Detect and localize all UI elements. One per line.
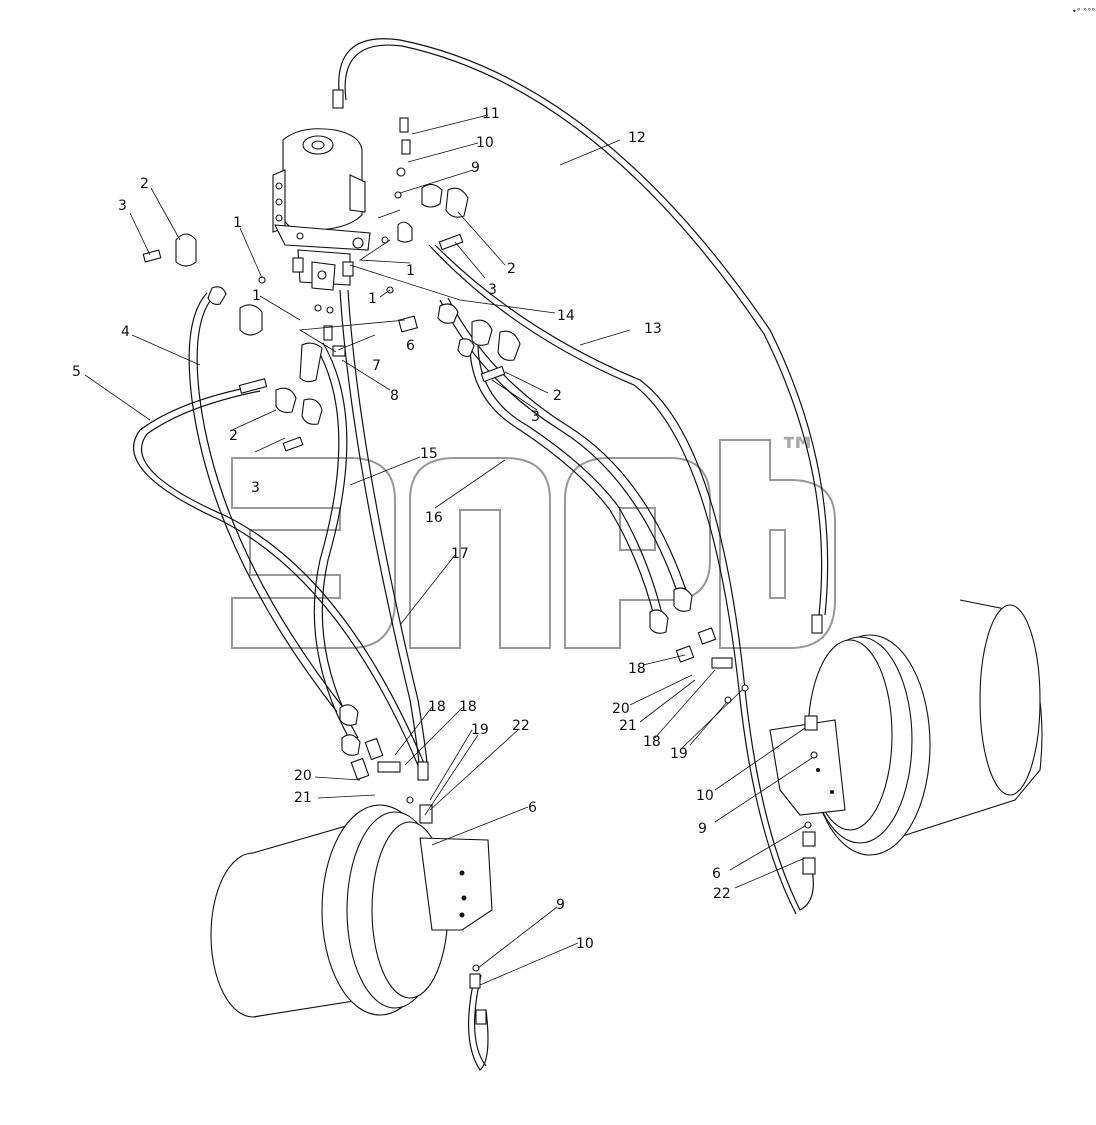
callout-10: 10 — [476, 135, 494, 151]
callout-3: 3 — [118, 198, 127, 214]
callout-20: 20 — [612, 701, 630, 717]
callout-3: 3 — [251, 480, 260, 496]
callout-17: 17 — [451, 546, 469, 562]
callout-16: 16 — [425, 510, 443, 526]
callout-13: 13 — [644, 321, 662, 337]
callout-10: 10 — [576, 936, 594, 952]
callout-1: 1 — [252, 288, 261, 304]
callout-21: 21 — [619, 718, 637, 734]
fittings — [142, 117, 818, 1025]
callout-6: 6 — [406, 338, 415, 354]
callout-22: 22 — [713, 886, 731, 902]
callout-7: 7 — [372, 358, 381, 374]
callout-18: 18 — [459, 699, 477, 715]
callout-12: 12 — [628, 130, 646, 146]
callout-6: 6 — [712, 866, 721, 882]
callout-5: 5 — [72, 364, 81, 380]
leader-lines — [84, 114, 813, 986]
callout-18: 18 — [643, 734, 661, 750]
callout-19: 19 — [471, 722, 489, 738]
callout-9: 9 — [698, 821, 707, 837]
callout-1: 1 — [233, 215, 242, 231]
callouts: 3 2 1 1 4 5 2 3 6 7 8 1 1 3 2 14 11 10 9… — [72, 106, 731, 952]
callout-15: 15 — [420, 446, 438, 462]
corner-mark: •° °°° — [1072, 7, 1095, 16]
callout-3: 3 — [488, 282, 497, 298]
callout-2: 2 — [507, 261, 516, 277]
callout-21: 21 — [294, 790, 312, 806]
callout-10: 10 — [696, 788, 714, 804]
hoses — [133, 38, 829, 1071]
callout-1: 1 — [368, 291, 377, 307]
callout-1: 1 — [406, 263, 415, 279]
callout-6: 6 — [528, 800, 537, 816]
callout-18: 18 — [628, 661, 646, 677]
callout-8: 8 — [390, 388, 399, 404]
callout-3: 3 — [531, 409, 540, 425]
callout-20: 20 — [294, 768, 312, 784]
rotary-joint — [272, 128, 371, 291]
callout-18: 18 — [428, 699, 446, 715]
right-final-drive — [769, 599, 1043, 856]
callout-22: 22 — [512, 718, 530, 734]
callout-2: 2 — [553, 388, 562, 404]
callout-9: 9 — [471, 160, 480, 176]
left-final-drive — [210, 804, 493, 1018]
callout-11: 11 — [482, 106, 500, 122]
callout-19: 19 — [670, 746, 688, 762]
callout-4: 4 — [121, 324, 130, 340]
callout-2: 2 — [229, 428, 238, 444]
callout-14: 14 — [557, 308, 575, 324]
callout-9: 9 — [556, 897, 565, 913]
callout-2: 2 — [140, 176, 149, 192]
